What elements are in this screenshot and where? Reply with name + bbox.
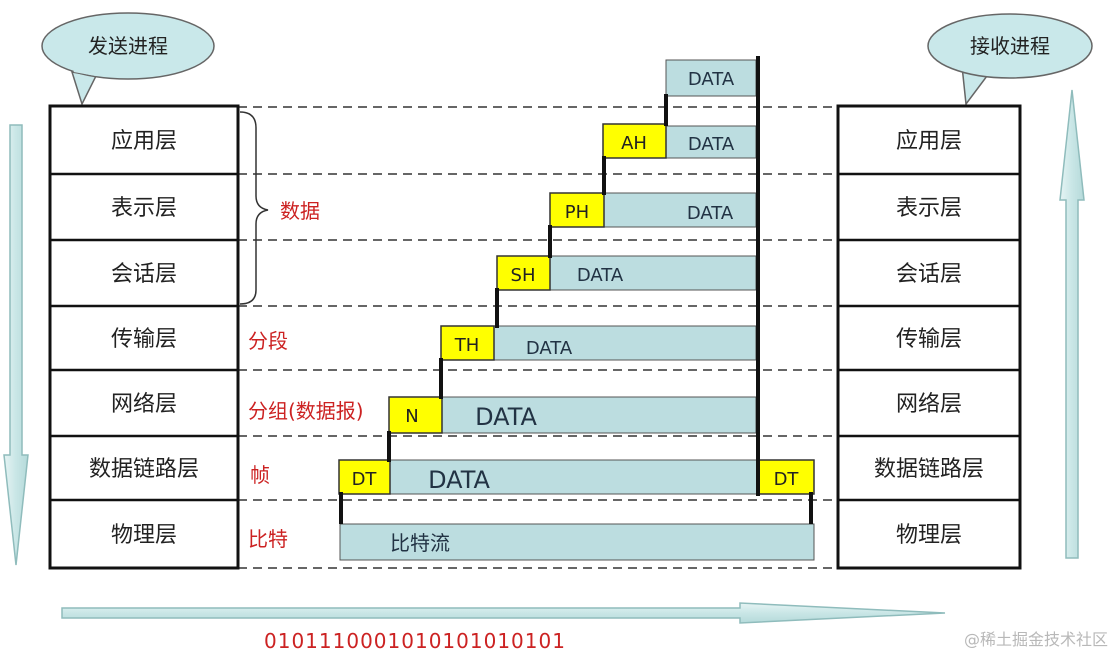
receiver-layer-label-transport: 传输层 [896,327,962,352]
receiver-layer-label-application: 应用层 [896,129,962,154]
receiver-layer-label-session: 会话层 [896,262,962,287]
dt-data-box [389,459,759,495]
data-brace [239,111,269,305]
bitstream-label: 比特流 [390,531,450,555]
ah-data-box [665,125,757,159]
note-data: 数据 [280,199,320,223]
receiver-layer-label-physical: 物理层 [896,523,962,548]
sender-layer-stack: 应用层 表示层 会话层 传输层 网络层 数据链路层 物理层 [48,104,240,570]
layer-label-network: 网络层 [111,392,177,417]
sh-data-label: DATA [577,265,624,286]
th-data-label: DATA [526,338,573,359]
n-data-box [441,396,757,434]
layer-label-presentation: 表示层 [111,196,177,221]
bitstream-bits: 0101110001010101010101 [264,629,566,653]
receiver-layer-label-presentation: 表示层 [896,196,962,221]
down-arrow-icon [3,124,29,566]
sender-bubble: 发送进程 [41,12,215,106]
th-header-box [440,325,495,361]
encapsulation-stair-lines [339,56,813,524]
ph-data-label: DATA [687,203,734,224]
right-arrow-icon [61,602,946,624]
ah-header-box [602,123,667,159]
top-data-box [665,59,757,97]
layer-separators [238,106,838,569]
top-data-label: DATA [688,69,735,90]
layer-label-physical: 物理层 [111,523,177,548]
receiver-layer-label-network: 网络层 [896,392,962,417]
pdu-header-boxes [338,123,815,495]
n-data-label: DATA [475,403,537,431]
ah-data-label: DATA [688,134,735,155]
up-arrow-icon [1059,89,1085,559]
note-bit: 比特 [248,527,288,551]
note-segment: 分段 [248,329,288,353]
ph-data-box [603,192,757,228]
pdu-data-boxes [339,59,815,561]
receiver-bubble: 接收进程 [927,13,1093,106]
n-header-box [388,396,443,434]
bitstream-box [339,523,815,561]
note-frame: 帧 [250,463,270,487]
sh-header-box [496,255,551,291]
layer-label-transport: 传输层 [111,327,177,352]
layer-label-application: 应用层 [111,129,177,154]
n-header-label: N [405,406,418,427]
dt-header-label: DT [352,469,378,490]
dt-trailer-box [757,459,815,495]
watermark: @稀土掘金技术社区 [964,630,1108,649]
dt-trailer-label: DT [774,469,800,490]
ph-header-label: PH [565,202,589,223]
sender-bubble-label: 发送进程 [88,34,168,58]
sh-header-label: SH [511,265,536,286]
note-packet: 分组(数据报) [248,399,364,423]
ph-header-box [549,192,605,228]
layer-label-session: 会话层 [111,262,177,287]
th-data-box [493,325,757,361]
receiver-layer-label-data-link: 数据链路层 [874,457,984,482]
receiver-bubble-label: 接收进程 [970,34,1050,58]
layer-label-data-link: 数据链路层 [89,457,199,482]
sh-data-box [549,255,757,291]
dt-data-label: DATA [428,466,490,494]
th-header-label: TH [454,335,480,356]
receiver-layer-stack: 应用层 表示层 会话层 传输层 网络层 数据链路层 物理层 [836,104,1022,570]
ah-header-label: AH [621,133,647,154]
dt-header-box [338,459,391,495]
